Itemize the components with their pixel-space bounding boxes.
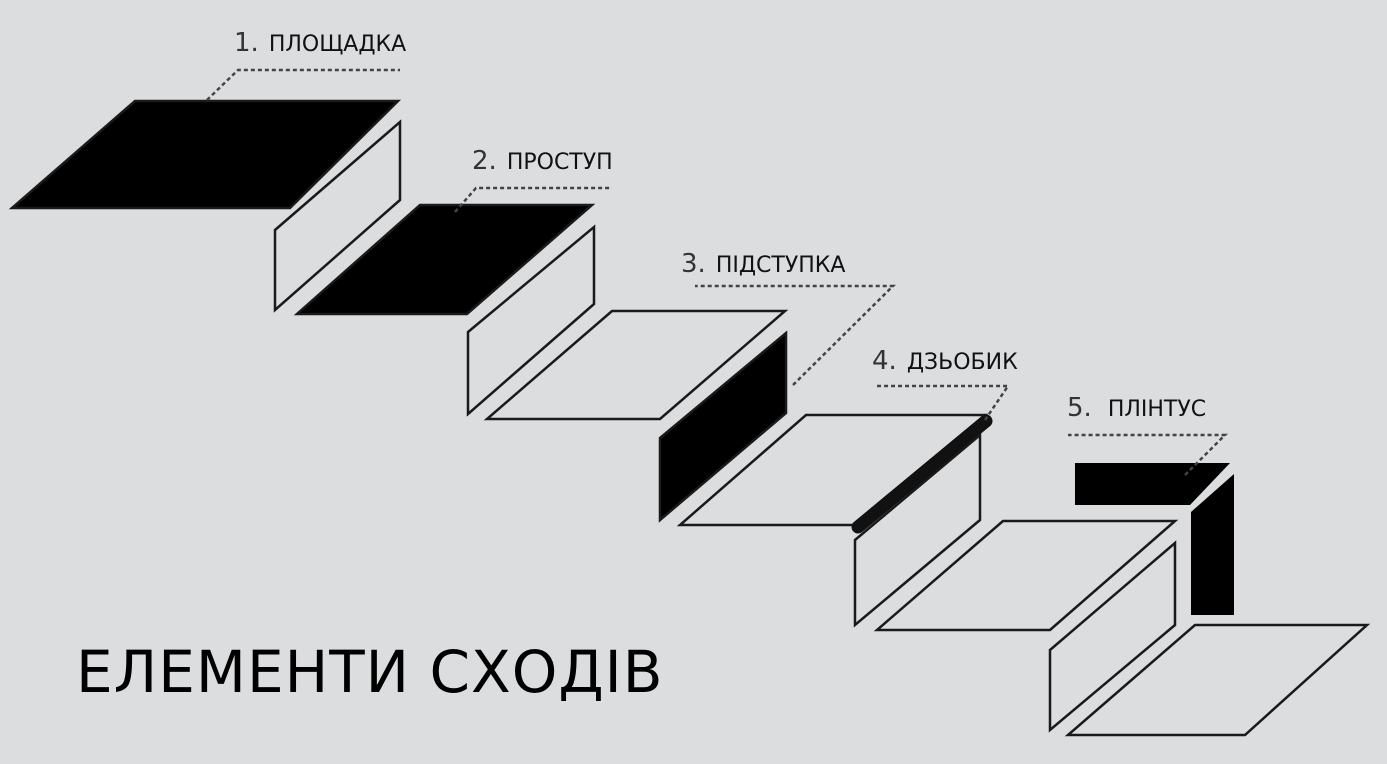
riser-4 (853, 432, 982, 628)
label-number: 2. (472, 146, 497, 176)
label-landing: 1. ПЛОЩАДКА (234, 28, 406, 58)
diagram-title: ЕЛЕМЕНТИ СХОДІВ (76, 638, 664, 706)
tread-6 (1064, 623, 1371, 737)
label-nosing: 4. ДЗЬОБИК (872, 346, 1018, 376)
label-number: 3. (681, 249, 706, 279)
label-text: ДЗЬОБИК (906, 350, 1018, 375)
riser-2 (466, 224, 596, 417)
nosing (851, 414, 993, 534)
landing (8, 99, 402, 210)
label-number: 4. (872, 346, 897, 376)
leader-line-5 (1068, 433, 1229, 476)
plinth-horizontal (1075, 463, 1230, 505)
label-plinth: 5. ПЛІНТУС (1067, 393, 1206, 423)
label-text: ПІДСТУПКА (715, 253, 846, 278)
label-text: ПЛІНТУС (1107, 397, 1207, 422)
leader-line-4 (875, 384, 1011, 421)
label-number: 5. (1067, 393, 1092, 423)
label-text: ПРОСТУП (506, 150, 613, 175)
label-riser: 3. ПІДСТУПКА (681, 249, 845, 279)
plinth-vertical (1191, 474, 1234, 615)
leader-line-2 (454, 186, 612, 213)
label-number: 1. (234, 28, 259, 58)
leader-line-3 (695, 284, 897, 386)
riser-3 (658, 330, 788, 523)
tread-5 (873, 519, 1179, 632)
label-tread: 2. ПРОСТУП (472, 146, 613, 176)
tread-2 (293, 203, 596, 316)
tread-3 (483, 309, 789, 421)
label-text: ПЛОЩАДКА (268, 32, 407, 57)
riser-1 (273, 119, 402, 313)
leader-line-1 (206, 68, 400, 101)
riser-5 (1048, 540, 1177, 733)
